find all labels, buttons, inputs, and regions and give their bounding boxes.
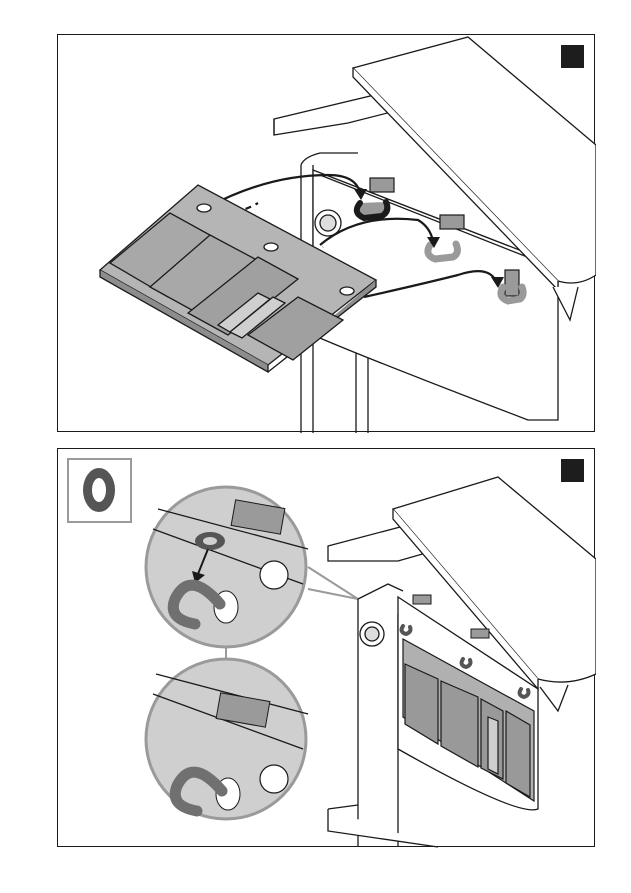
washer-ring-icon: [69, 460, 130, 521]
step-badge: [561, 459, 584, 482]
circle-marker: [260, 765, 288, 793]
step-badge: [561, 45, 584, 68]
step-panel-1: [57, 34, 595, 432]
hook-1: [357, 202, 388, 218]
hook-clip-1: [370, 178, 394, 192]
circle-marker: [260, 561, 288, 589]
detail-circle-bottom: [146, 659, 308, 819]
hook-clip-2: [440, 215, 464, 229]
desk-hook-illustration-1: [58, 35, 596, 433]
desk-hook-illustration-2: [58, 449, 596, 848]
part-box: [67, 458, 132, 523]
detail-circle-top: [146, 487, 308, 647]
step-panel-2: [57, 448, 595, 847]
hook-clip-3: [505, 270, 519, 296]
